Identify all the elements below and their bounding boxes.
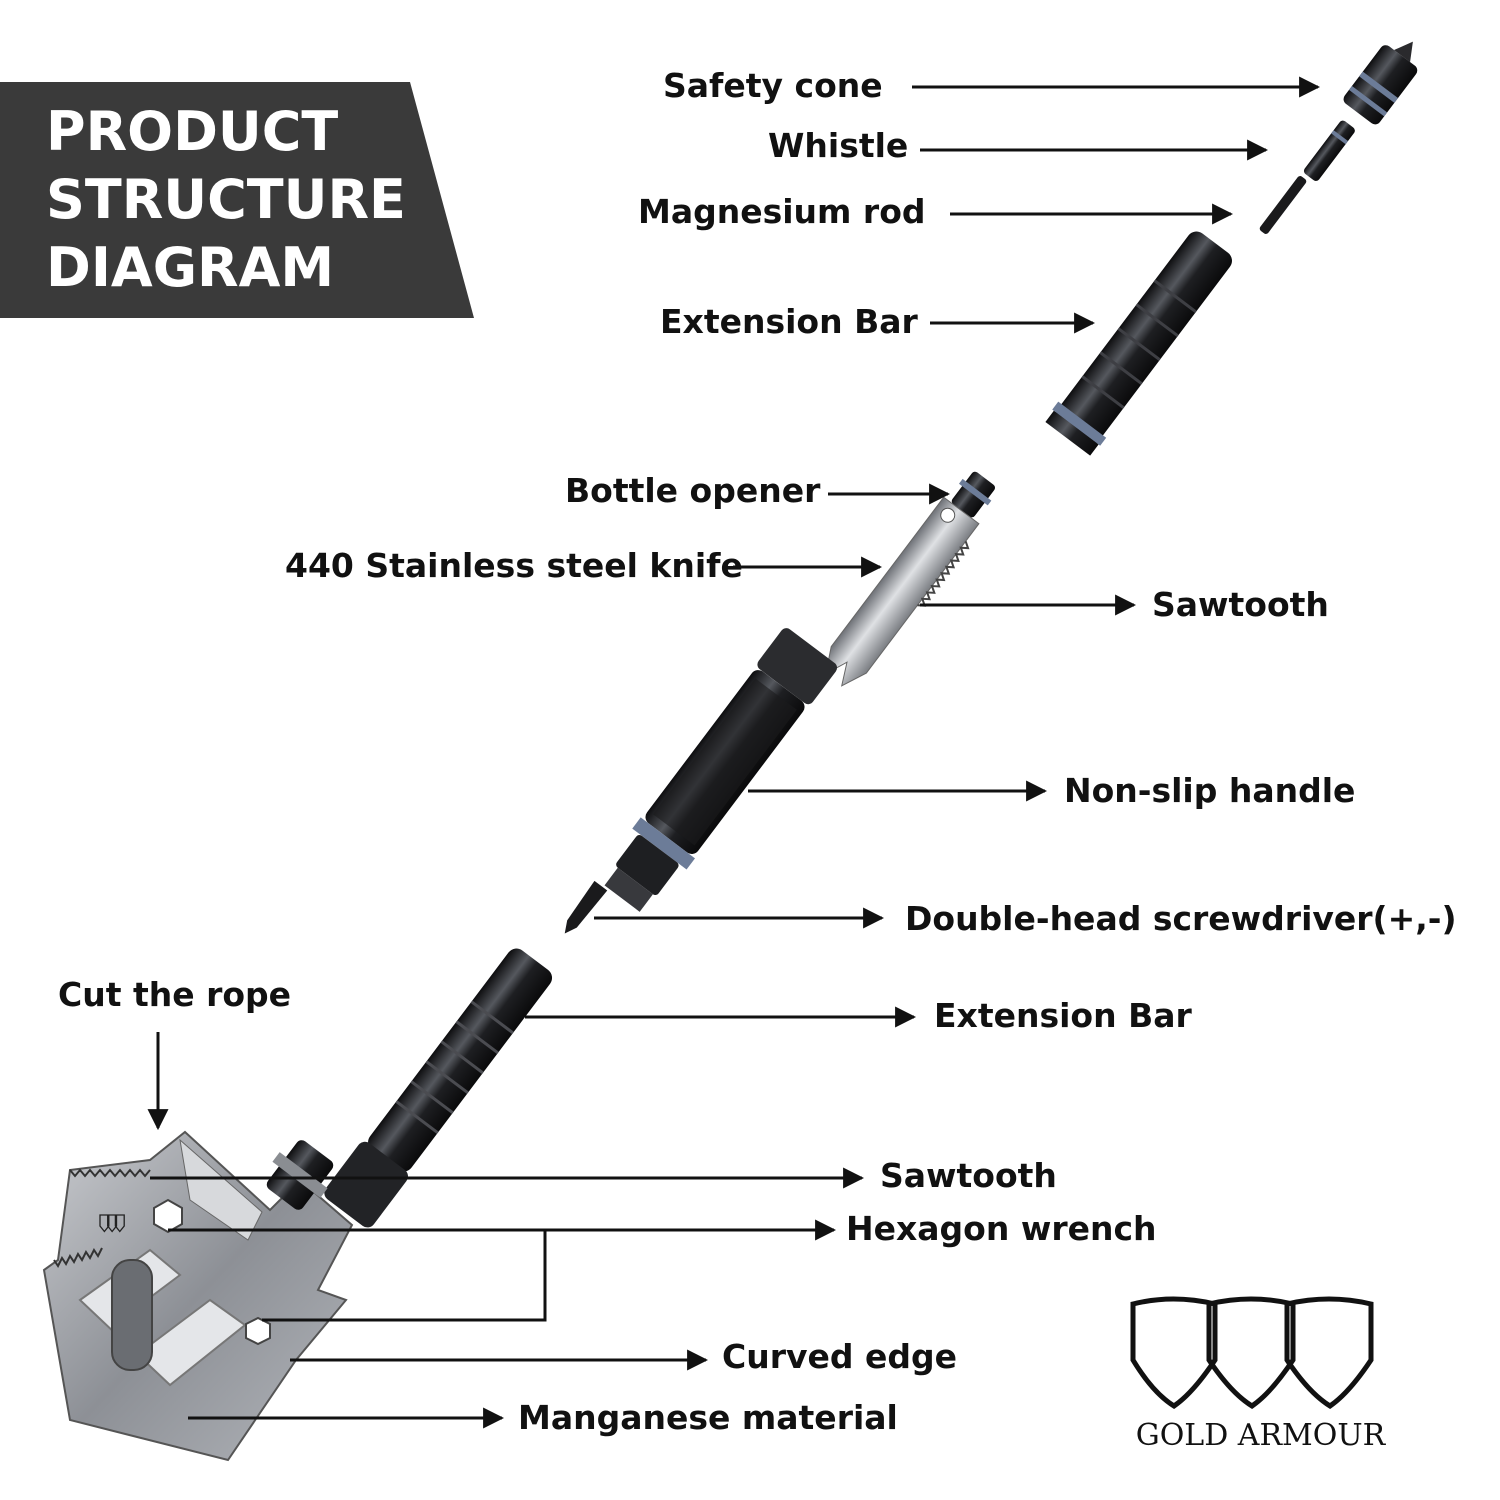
label-non-slip-handle: Non-slip handle xyxy=(1064,771,1356,810)
blade-joint-part xyxy=(266,1140,334,1210)
label-hexagon-wrench: Hexagon wrench xyxy=(846,1209,1157,1248)
shovel-blade-part xyxy=(42,1130,354,1462)
page-title: PRODUCT STRUCTURE DIAGRAM xyxy=(46,98,446,302)
title-line-2: STRUCTURE xyxy=(46,168,406,231)
label-knife: 440 Stainless steel knife xyxy=(285,546,743,585)
label-safety-cone: Safety cone xyxy=(663,66,883,105)
title-line-1: PRODUCT xyxy=(46,100,339,163)
shield-logo-icon xyxy=(1130,1296,1374,1409)
knife-part xyxy=(825,471,995,687)
label-magnesium-rod: Magnesium rod xyxy=(638,192,926,231)
extension-bar-top-part xyxy=(1045,231,1232,456)
label-extension-bar-top: Extension Bar xyxy=(660,302,918,341)
non-slip-handle-part xyxy=(604,628,838,912)
brand-name: GOLD ARMOUR xyxy=(1135,1418,1386,1453)
label-extension-bar-bottom: Extension Bar xyxy=(934,996,1192,1035)
label-bottle-opener: Bottle opener xyxy=(565,471,821,510)
screwdriver-part xyxy=(564,880,608,934)
title-banner xyxy=(0,82,474,318)
title-line-3: DIAGRAM xyxy=(46,236,335,299)
label-cut-the-rope: Cut the rope xyxy=(58,975,292,1014)
wrench-bracket-line xyxy=(262,1230,547,1322)
label-screwdriver: Double-head screwdriver(+,-) xyxy=(905,899,1457,938)
whistle-part xyxy=(1303,120,1355,181)
label-manganese: Manganese material xyxy=(518,1398,898,1437)
banner-background xyxy=(0,82,474,318)
label-whistle: Whistle xyxy=(768,126,909,165)
label-sawtooth-shovel: Sawtooth xyxy=(880,1156,1057,1195)
blade-logo-icon xyxy=(99,1214,125,1233)
label-sawtooth-knife: Sawtooth xyxy=(1152,585,1329,624)
magnesium-rod-part xyxy=(1259,176,1307,234)
safety-cone-part xyxy=(1343,41,1418,125)
extension-bar-bottom-part xyxy=(324,948,553,1228)
label-curved-edge: Curved edge xyxy=(722,1337,957,1376)
